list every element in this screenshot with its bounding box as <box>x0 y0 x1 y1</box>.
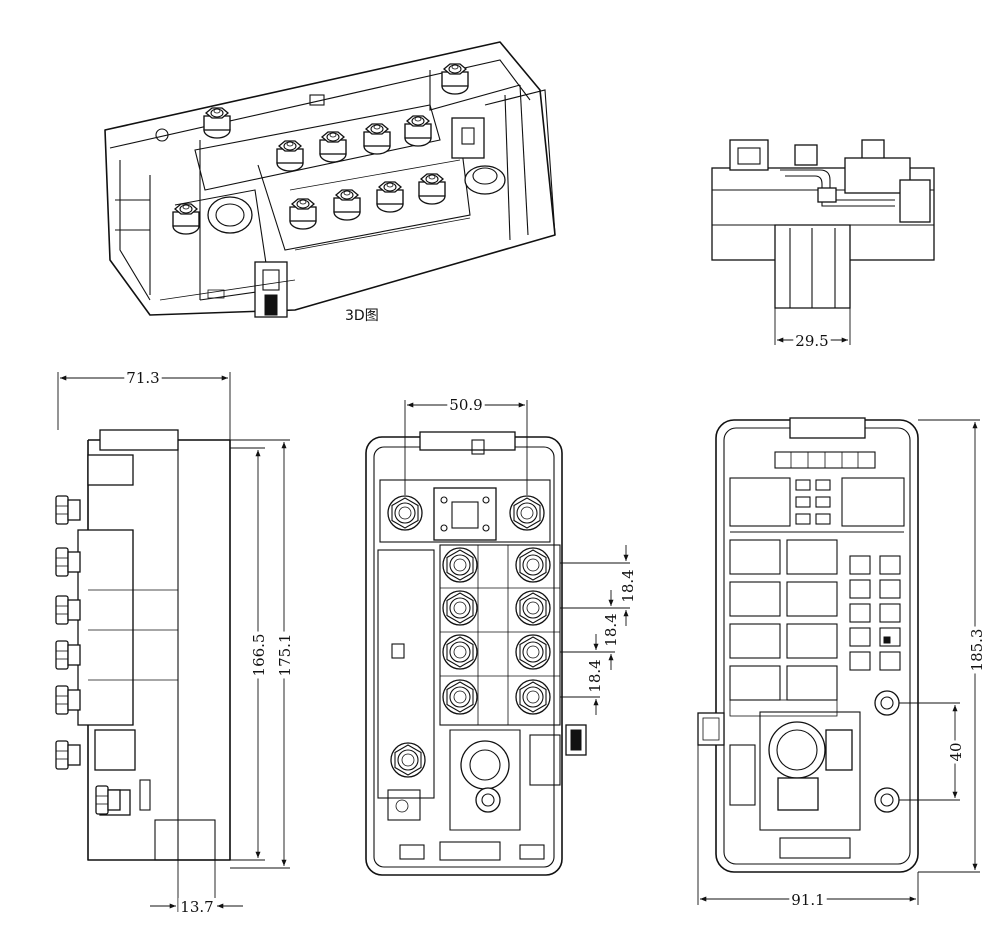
label-halo <box>178 898 216 916</box>
label-halo <box>250 631 268 679</box>
front-top-dimension: 50.9 <box>449 396 482 414</box>
side-view: 71.3 166.5 175.1 13.7 <box>55 369 294 916</box>
label-halo <box>619 567 637 605</box>
back-view: 185.3 40 91.1 <box>697 417 986 909</box>
label-halo <box>343 308 381 324</box>
label-halo <box>586 657 604 695</box>
label-halo <box>602 611 620 649</box>
front-pitch-dimension-1: 18.4 <box>619 569 637 602</box>
side-inner-height-dimension: 166.5 <box>250 634 268 677</box>
front-view: 50.9 <box>365 396 637 876</box>
back-hole-spacing-dimension: 40 <box>947 742 965 761</box>
label-halo <box>447 396 485 414</box>
back-width-dimension: 91.1 <box>791 891 824 909</box>
label-halo <box>789 891 827 909</box>
back-height-dimension: 185.3 <box>968 629 986 672</box>
label-halo <box>968 626 986 674</box>
iso-caption: 3D图 <box>345 308 379 324</box>
isometric-view: 3D图 <box>104 41 556 324</box>
front-pitch-dimension-2: 18.4 <box>602 613 620 646</box>
end-view: 29.5 <box>711 139 935 350</box>
label-halo <box>124 369 162 387</box>
side-outer-height-dimension: 175.1 <box>276 634 294 677</box>
side-width-dimension: 71.3 <box>126 369 159 387</box>
label-halo <box>276 631 294 679</box>
label-halo <box>947 740 965 764</box>
end-width-dimension: 29.5 <box>795 332 828 350</box>
front-pitch-dimension-3: 18.4 <box>586 659 604 692</box>
label-halo <box>793 332 831 350</box>
side-bottom-dimension: 13.7 <box>180 898 213 916</box>
